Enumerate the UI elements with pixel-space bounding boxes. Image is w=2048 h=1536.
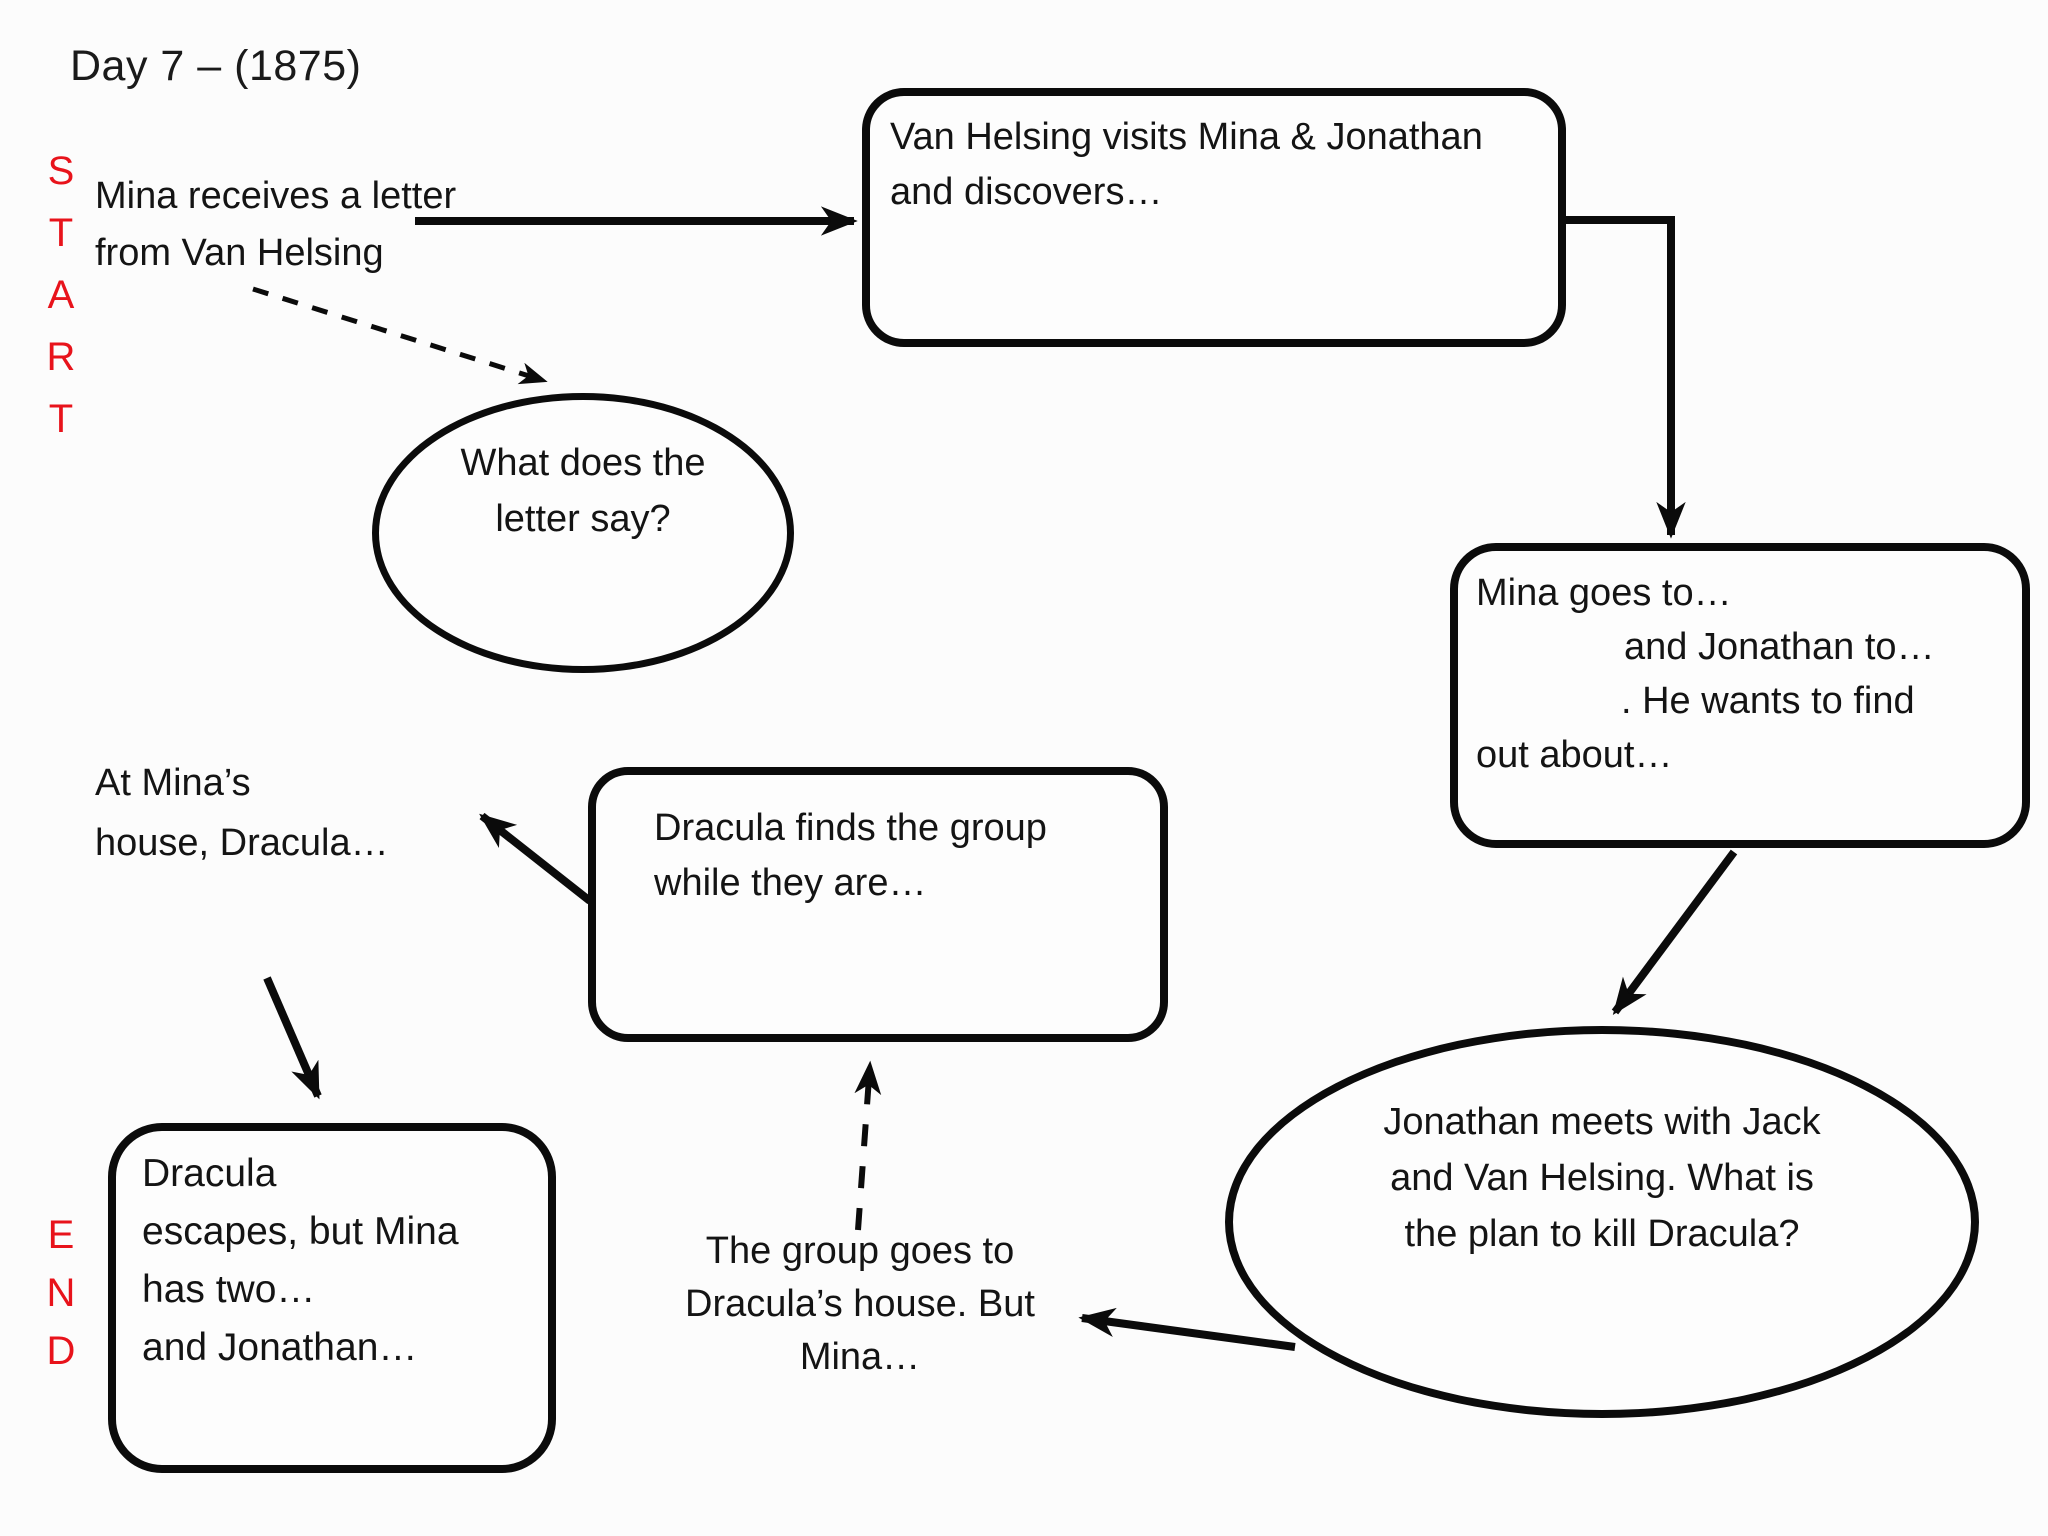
dashed-arrow-group-to-finds [854, 1060, 882, 1231]
dashed-arrow-letter-to-question [252, 286, 548, 385]
start-letter: S [47, 149, 75, 193]
node-text-line: Dracula’s house. But [685, 1283, 1035, 1325]
node-text-line: the plan to kill Dracula? [1404, 1213, 1800, 1255]
page-title: Day 7 – (1875) [70, 42, 362, 90]
elbow-connector-visit-to-goes [1566, 216, 1686, 539]
node-text-line: The group goes to [705, 1230, 1015, 1272]
node-text-line: Mina receives a letter [95, 175, 457, 217]
node-mina-goes-to: Mina goes to… and Jonathan to… . He want… [1450, 543, 2030, 848]
node-text-line: letter say? [495, 498, 671, 540]
node-mina-receives-letter: Mina receives a letter from Van Helsing [95, 168, 456, 282]
node-text-line: house, Dracula… [95, 822, 389, 864]
node-text-line: while they are… [654, 862, 927, 904]
arrow-goes-to-meeting [1611, 849, 1738, 1015]
node-text-line: Dracula [142, 1152, 277, 1195]
node-text-line: Van Helsing visits Mina & Jonathan [890, 116, 1483, 158]
node-group-goes: The group goes to Dracula’s house. But M… [645, 1225, 1075, 1384]
node-text-line: Jonathan meets with Jack [1383, 1101, 1821, 1143]
node-text-line: At Mina’s [95, 762, 251, 804]
node-text-line: and Van Helsing. What is [1390, 1157, 1814, 1199]
end-letter: N [46, 1271, 76, 1315]
node-text-line: and Jonathan… [142, 1326, 418, 1369]
node-text-line: Mina goes to… [1476, 572, 1732, 614]
node-text-line: and Jonathan to… [1624, 626, 1935, 668]
node-dracula-finds: Dracula finds the group while they are… [588, 767, 1168, 1042]
start-letter: R [46, 335, 76, 379]
node-text-line: out about… [1476, 734, 1673, 776]
start-letter: A [47, 273, 75, 317]
node-text-line: Mina… [799, 1336, 921, 1378]
end-letter: E [47, 1213, 75, 1257]
node-jonathan-meets: Jonathan meets with Jack and Van Helsing… [1225, 1026, 1979, 1418]
node-dracula-escapes: Dracula escapes, but Mina has two… and J… [108, 1123, 556, 1473]
start-letter: T [48, 397, 74, 441]
node-letter-question: What does the letter say? [372, 393, 794, 673]
node-at-minas-house: At Mina’s house, Dracula… [95, 753, 389, 873]
end-letter: D [46, 1329, 76, 1373]
arrow-at-minas-to-escape [263, 976, 322, 1100]
node-text-line: Dracula finds the group [654, 807, 1047, 849]
node-text-line: . He wants to find [1621, 680, 1915, 722]
end-label: E N D [36, 1206, 86, 1380]
node-text-line: from Van Helsing [95, 232, 384, 274]
arrow-meeting-to-group [1078, 1307, 1296, 1351]
node-text-line: has two… [142, 1268, 316, 1311]
start-label: S T A R T [36, 140, 86, 450]
node-text-line: What does the [460, 442, 706, 484]
arrow-finds-to-at-minas [479, 812, 593, 905]
start-letter: T [48, 211, 74, 255]
node-text-line: and discovers… [890, 171, 1163, 213]
node-van-helsing-visits: Van Helsing visits Mina & Jonathan and d… [862, 88, 1566, 347]
node-text-line: escapes, but Mina [142, 1210, 459, 1253]
